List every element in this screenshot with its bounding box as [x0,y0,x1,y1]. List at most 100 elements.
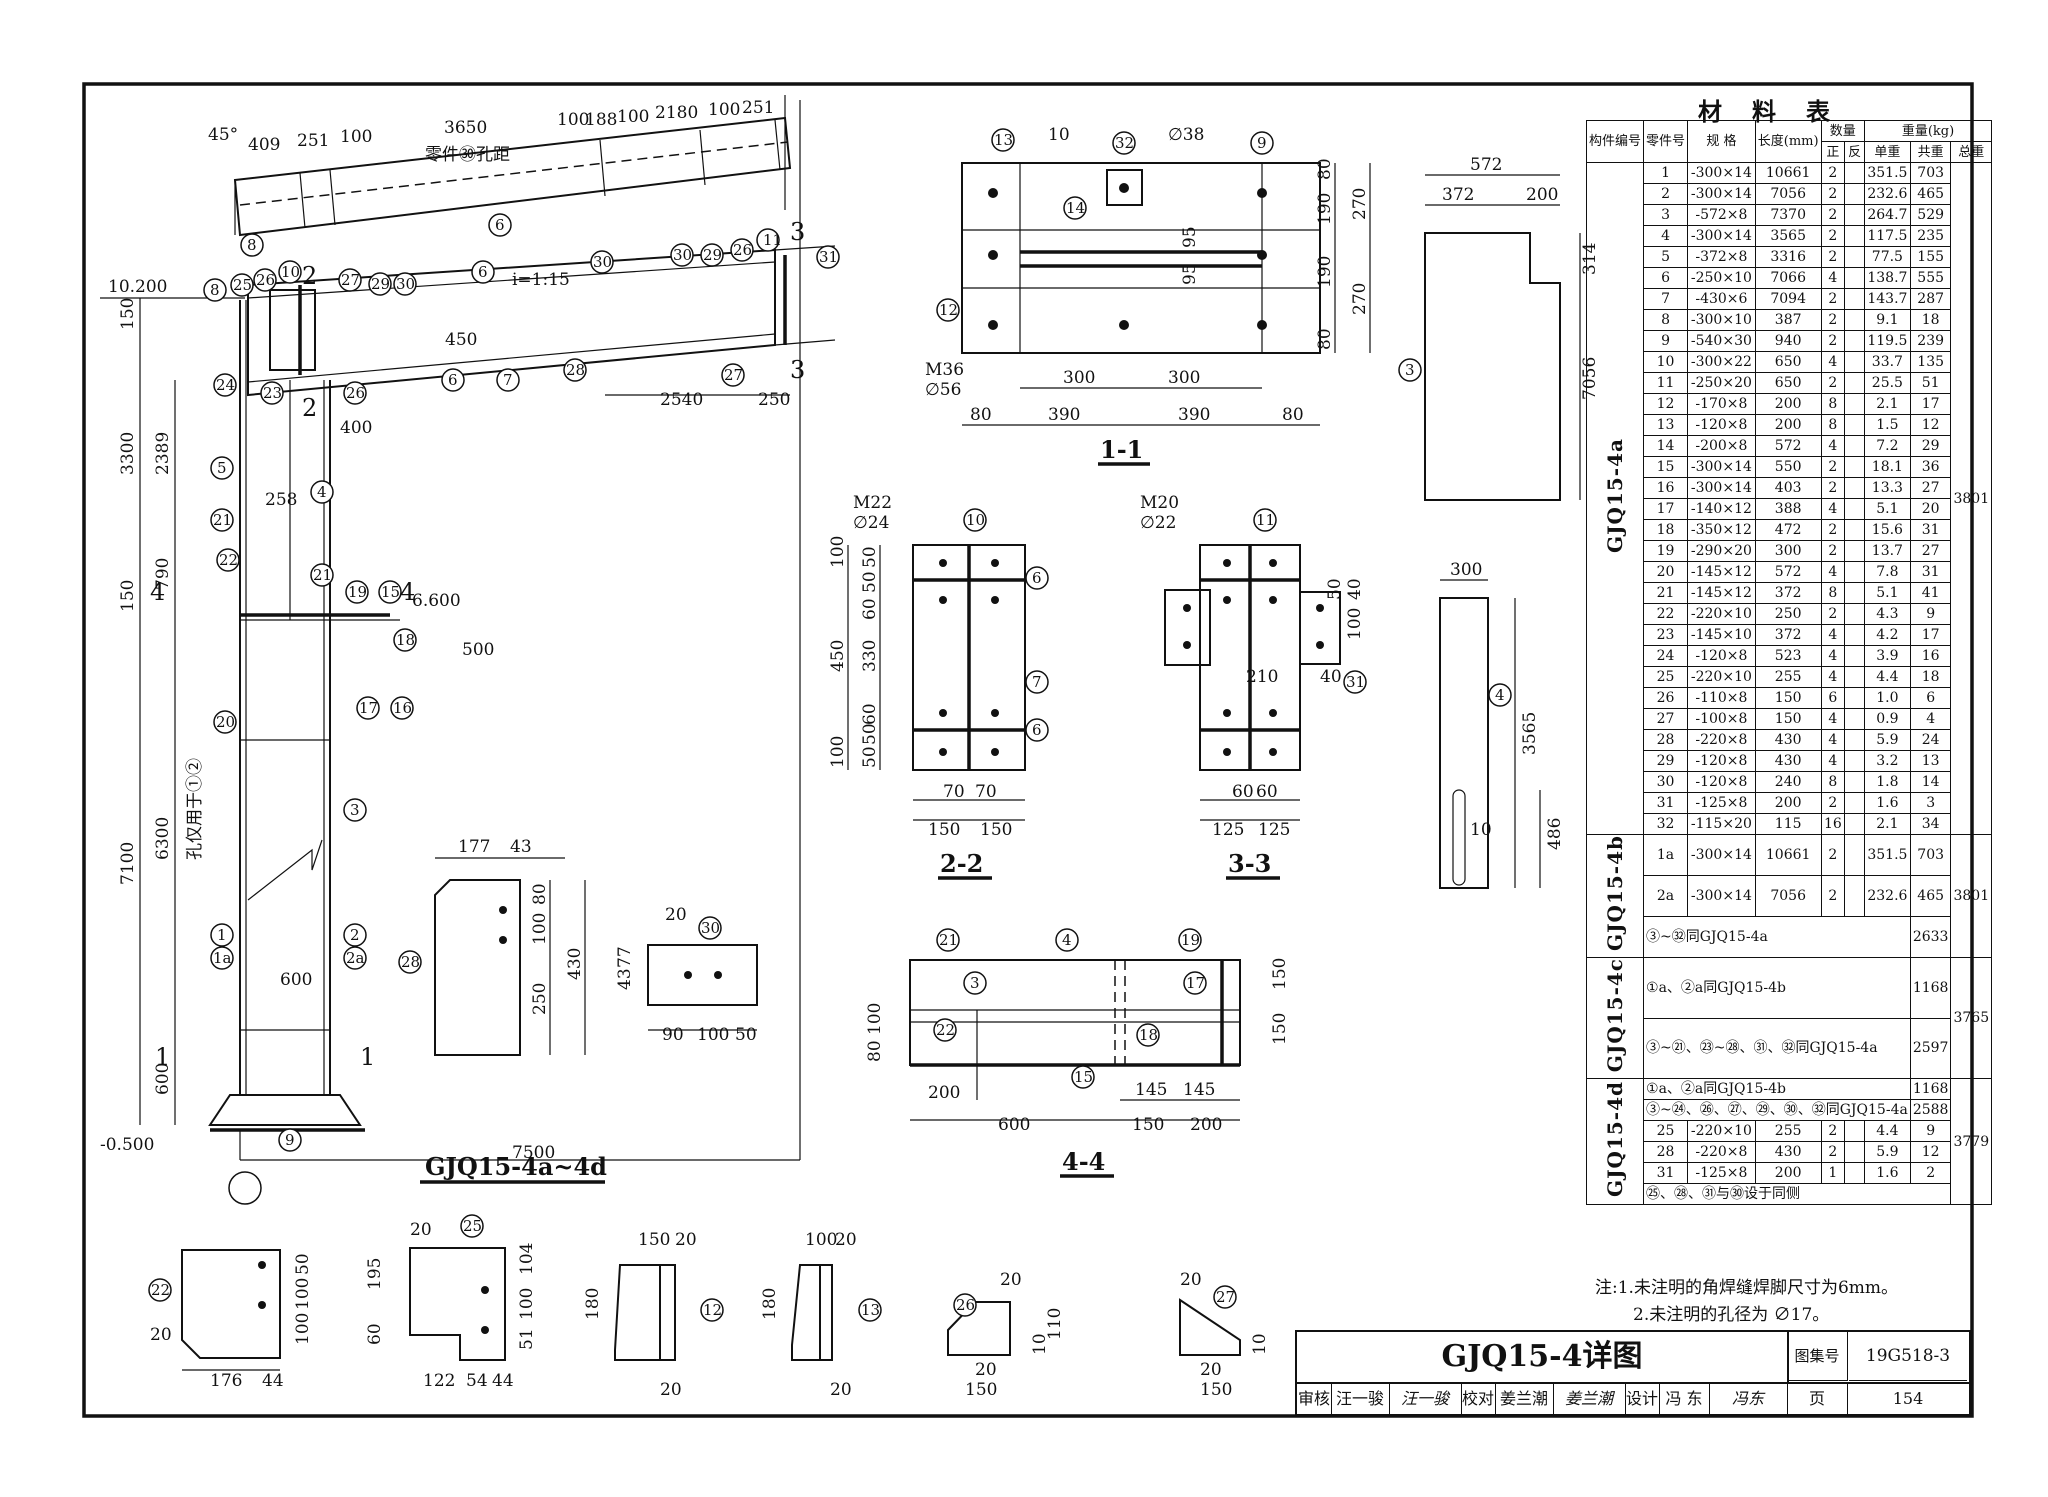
s33-40: 40 [1320,667,1342,687]
s22-150a: 150 [928,820,960,840]
table-cell: 9 [1909,603,1952,625]
svg-text:18: 18 [396,631,415,649]
table-cell: 12 [1909,1141,1952,1164]
table-cell [1844,351,1865,373]
th-sum: 共重 [1909,141,1952,163]
table-cell: 4 [1820,708,1846,730]
table-cell: 430 [1754,1141,1822,1164]
p22-50: 50 [293,1253,313,1275]
table-cell: 2633 [1909,916,1952,958]
s11-dim-390a: 390 [1048,405,1080,425]
section-3-3: M20 ∅22 210 40 50 40 100 60 60 125 125 1… [1140,493,1367,880]
table-cell: 18 [1909,309,1952,331]
p28-430: 430 [565,948,585,980]
dim-790: 790 [153,558,173,590]
table-cell: 9 [1909,1120,1952,1143]
svg-text:28: 28 [401,953,420,971]
p12-150: 150 [638,1230,670,1250]
svg-text:22: 22 [936,1021,955,1039]
table-cell: 523 [1754,645,1822,667]
p4-300: 300 [1450,560,1482,580]
column-hole-note: 孔仅用于①② [185,758,205,860]
table-cell: 15 [1643,456,1689,478]
table-cell: 2 [1820,1120,1846,1143]
s11-title: 1-1 [1100,435,1143,464]
s33-210: 210 [1246,667,1278,687]
p28-100: 100 [530,913,550,945]
table-cell: 3565 [1754,225,1822,247]
s33-60a: 60 [1232,782,1254,802]
s11-dim-80b: 80 [1282,405,1304,425]
table-cell: 4.3 [1863,603,1911,625]
table-cell: 2.1 [1863,813,1911,835]
p27-20: 20 [1180,1270,1202,1290]
th-spec: 规 格 [1687,120,1756,163]
section-2-2: M22 ∅24 100 50 50 60 330 450 60 50 50 10… [828,493,1049,880]
table-cell [1844,225,1865,247]
table-cell: 14 [1643,435,1689,457]
table-cell: 703 [1909,834,1952,876]
svg-text:20: 20 [216,713,235,731]
p30-77: 77 [615,946,635,968]
s44-150v: 150 [1270,958,1290,990]
table-cell: 4 [1643,225,1689,247]
s11-dim-80d: 80 [1315,328,1335,350]
table-cell: 27 [1909,477,1952,499]
table-cell: 2 [1820,246,1846,268]
s33-title: 3-3 [1228,849,1271,878]
table-cell: 387 [1754,309,1822,331]
table-cell: -145×12 [1687,582,1756,604]
table-cell: 150 [1754,687,1822,709]
main-view-title: GJQ15-4a~4d [425,1152,607,1181]
slope-label: i=1:15 [512,270,570,290]
section-4-4: 200 600 150 200 145 145 150 150 100 80 2… [865,928,1290,1178]
s22-100a: 100 [828,536,848,568]
dim-500: 500 [462,640,494,660]
s22-70b: 70 [975,782,997,802]
svg-text:9: 9 [1257,134,1267,152]
s22-60a: 60 [860,598,880,620]
svg-text:25: 25 [233,276,252,294]
table-cell: 572 [1754,435,1822,457]
table-cell: 430 [1754,750,1822,772]
table-cell: 20 [1643,561,1689,583]
svg-text:7: 7 [1032,673,1042,691]
svg-text:12: 12 [703,1301,722,1319]
table-cell: 1.0 [1863,687,1911,709]
svg-text:6: 6 [448,371,458,389]
table-cell: 19 [1643,540,1689,562]
s22-70a: 70 [943,782,965,802]
p26-10: 10 [1030,1333,1050,1355]
table-cell: 239 [1909,330,1952,352]
sign-designer-signature: 冯东 [1709,1384,1788,1414]
p25-104: 104 [517,1243,537,1275]
table-cell: 1168 [1909,1078,1952,1101]
elev-bottom: -0.500 [100,1135,154,1155]
th-part: 零件号 [1643,120,1689,163]
svg-text:22: 22 [219,551,238,569]
table-cell: 7370 [1754,204,1822,226]
member-group-label: GJQ15-4a [1603,438,1627,553]
s33-40b: 40 [1345,578,1365,600]
table-cell: 6 [1643,267,1689,289]
svg-text:6: 6 [478,263,488,281]
svg-text:4: 4 [317,483,327,501]
signature-row: 审核 汪一骏 汪一骏 校对 姜兰潮 姜兰潮 设计 冯 东 冯东 页 154 [1297,1382,1969,1414]
dim-top-409: 409 [248,135,280,155]
s22-bolt: M22 [853,493,892,513]
table-cell [1844,624,1865,646]
table-cell: 4 [1909,708,1952,730]
s11-dim-390b: 390 [1178,405,1210,425]
p13-20: 20 [835,1230,857,1250]
p30-100: 100 [697,1025,729,1045]
table-cell: 33.7 [1863,351,1911,373]
svg-text:9: 9 [285,1131,295,1149]
table-cell: GJQ15-4a [1585,162,1645,835]
table-cell: 29 [1909,435,1952,457]
